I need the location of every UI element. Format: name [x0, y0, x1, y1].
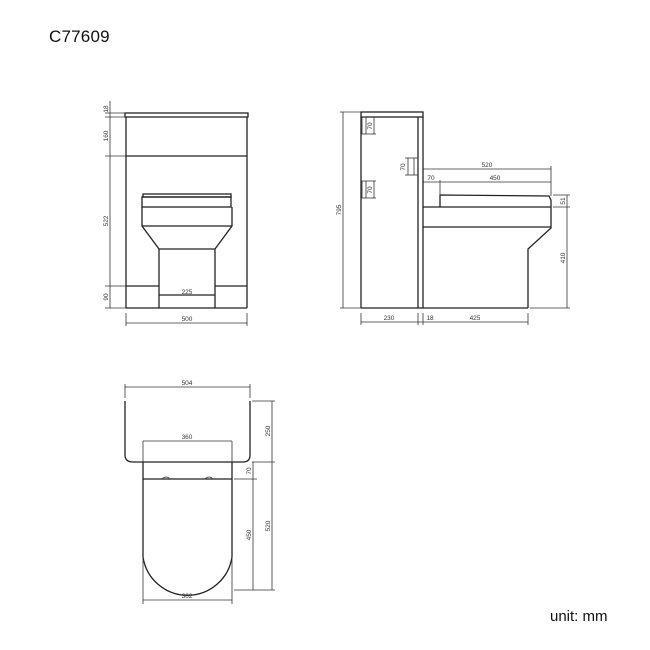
dim-seat-depth: 450 — [490, 175, 501, 182]
dim-top-unit-depth: 250 — [265, 425, 272, 436]
dim-middle-panel: 522 — [103, 215, 110, 226]
dim-seat-width: 360 — [182, 434, 193, 441]
dim-pan-base-width: 225 — [182, 289, 193, 296]
dim-overall-height: 795 — [336, 204, 343, 215]
dim-seat-offset: 70 — [427, 175, 435, 182]
top-view: 504 360 362 250 70 450 520 — [124, 380, 275, 604]
dim-unit-depth: 230 — [384, 315, 395, 322]
dim-hinge-bottom: 70 — [367, 186, 374, 194]
dim-hinge-offset: 70 — [246, 467, 253, 475]
dim-hinge-top: 70 — [367, 122, 374, 130]
dim-seat-height: 51 — [560, 197, 567, 205]
dim-seat-length: 450 — [246, 529, 253, 540]
dim-pan-height: 410 — [560, 252, 567, 263]
dim-plinth: 90 — [103, 293, 110, 301]
dim-top-board: 18 — [103, 105, 110, 113]
dim-cistern-panel: 160 — [103, 130, 110, 141]
dim-overall-width: 500 — [182, 316, 193, 323]
dim-panel-thickness: 18 — [426, 315, 434, 322]
product-code: C77609 — [49, 27, 110, 46]
dim-pan-depth: 520 — [482, 162, 493, 169]
dim-unit-width: 504 — [182, 380, 193, 387]
dim-pan-width: 362 — [182, 593, 193, 600]
dim-pan-base-depth: 425 — [470, 315, 481, 322]
unit-label: unit: mm — [550, 608, 608, 625]
dim-pan-length: 520 — [265, 520, 272, 531]
side-view: 70 70 70 520 70 450 51 410 795 — [336, 111, 570, 325]
dim-pan-fixing: 70 — [400, 163, 407, 171]
front-view: 18 160 522 90 225 500 — [103, 101, 249, 326]
